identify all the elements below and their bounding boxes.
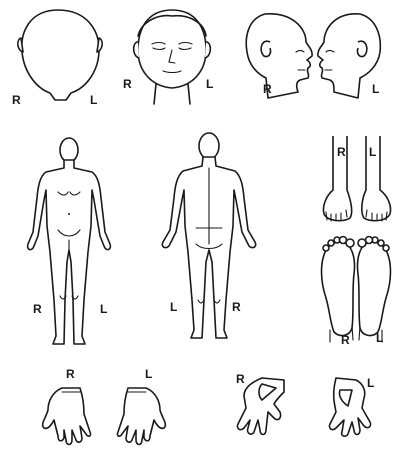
body-front-left-label: L — [100, 303, 107, 315]
head-left-side-label: L — [372, 83, 379, 95]
hands-back-right-label: R — [66, 368, 75, 380]
hands-palm-left-label: L — [367, 377, 374, 389]
feet-top-left-label: L — [369, 146, 376, 158]
body-back-right-label: R — [232, 301, 241, 313]
body-front-right-label: R — [33, 303, 42, 315]
head-back-right-label: R — [12, 94, 21, 106]
head-back-left-label: L — [90, 94, 97, 106]
feet-sole-view — [322, 237, 391, 343]
hands-palm-right-label: R — [236, 373, 245, 385]
body-back-left-label: L — [170, 301, 177, 313]
head-right-side-label: R — [263, 83, 272, 95]
head-left-side-view — [318, 14, 380, 98]
hands-palm-view — [237, 378, 370, 436]
feet-sole-left-label: L — [376, 332, 383, 344]
head-front-right-label: R — [123, 78, 132, 90]
feet-sole-right-label: R — [341, 334, 350, 346]
feet-top-right-label: R — [337, 146, 346, 158]
head-front-left-label: L — [206, 78, 213, 90]
hands-back-view — [43, 388, 166, 445]
head-right-side-view — [246, 14, 312, 98]
head-front-view — [134, 10, 211, 104]
feet-top-view — [323, 136, 390, 221]
hands-back-left-label: L — [145, 368, 152, 380]
head-back-view — [18, 10, 102, 100]
